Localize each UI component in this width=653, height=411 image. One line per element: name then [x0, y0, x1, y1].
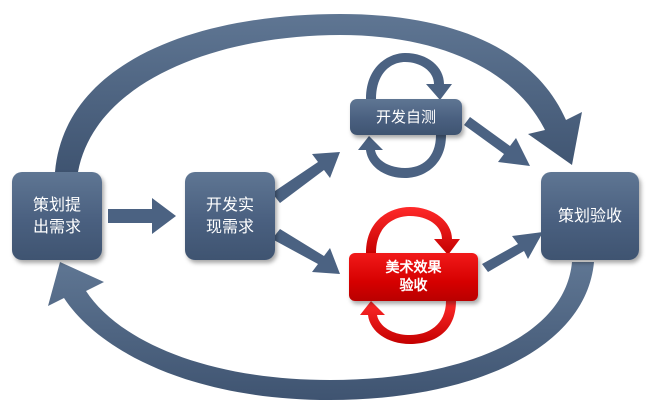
node-proposal-label: 策划提 出需求: [32, 195, 81, 236]
selftest-loop-bottom-arrow: [358, 135, 446, 178]
node-art-review-label: 美术效果 验收: [385, 260, 442, 294]
arrow-develop-to-selftest: [272, 152, 340, 203]
node-self-test-label: 开发自测: [375, 108, 436, 126]
arrow-develop-to-art: [272, 229, 340, 274]
node-self-test: 开发自测: [350, 99, 462, 135]
node-proposal: 策划提 出需求: [12, 172, 102, 260]
node-art-review: 美术效果 验收: [349, 253, 478, 301]
arrow-selftest-to-accept: [464, 117, 530, 166]
bottom-loop-arrow: [48, 262, 594, 400]
node-develop-label: 开发实 现需求: [205, 195, 254, 236]
art-loop-bottom-arrow: [360, 301, 456, 344]
selftest-loop-top-arrow: [366, 53, 452, 100]
node-accept-label: 策划验收: [557, 206, 622, 225]
arrow-proposal-to-develop: [108, 198, 176, 234]
node-accept: 策划验收: [541, 172, 639, 260]
node-develop: 开发实 现需求: [185, 172, 275, 260]
top-loop-arrow: [55, 14, 582, 172]
art-loop-top-arrow: [366, 207, 460, 255]
arrow-art-to-accept: [482, 232, 543, 272]
